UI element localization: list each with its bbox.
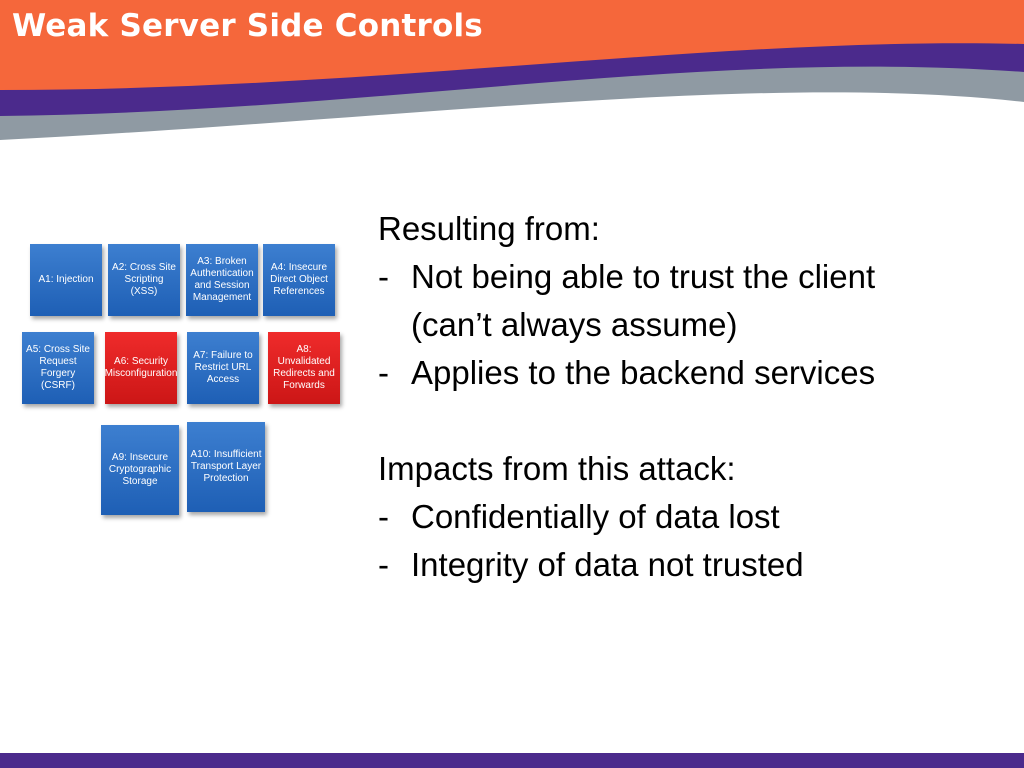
bullet-line: Not being able to trust the client xyxy=(411,258,876,295)
footer-bar xyxy=(0,753,1024,768)
resulting-from-list: - Not being able to trust the client (ca… xyxy=(378,253,998,397)
owasp-tile-a9: A9: Insecure Cryptographic Storage xyxy=(101,425,179,515)
owasp-tile-label: A3: Broken Authentication and Session Ma… xyxy=(190,256,254,303)
bullet-line: (can’t always assume) xyxy=(411,306,738,343)
owasp-tile-a3: A3: Broken Authentication and Session Ma… xyxy=(186,244,258,316)
owasp-tile-label: A5: Cross Site Request Forgery (CSRF) xyxy=(26,344,90,391)
header-banner xyxy=(0,0,1024,140)
owasp-tile-a1: A1: Injection xyxy=(30,244,102,316)
bullet-item: - Confidentially of data lost xyxy=(378,493,998,541)
resulting-from-heading: Resulting from: xyxy=(378,210,600,247)
header-gray-swoosh xyxy=(0,59,1024,140)
owasp-tile-a2: A2: Cross Site Scripting (XSS) xyxy=(108,244,180,316)
bullet-item: - Not being able to trust the client (ca… xyxy=(378,253,998,349)
impacts-heading: Impacts from this attack: xyxy=(378,450,736,487)
bullet-dash: - xyxy=(378,546,389,583)
owasp-tile-label: A6: Security Misconfiguration xyxy=(104,356,178,379)
owasp-tile-a7: A7: Failure to Restrict URL Access xyxy=(187,332,259,404)
slide-body: Resulting from: - Not being able to trus… xyxy=(378,205,998,589)
owasp-tile-label: A1: Injection xyxy=(38,274,94,285)
owasp-tile-label: A9: Insecure Cryptographic Storage xyxy=(108,452,172,487)
owasp-tile-label: A4: Insecure Direct Object References xyxy=(270,262,328,297)
slide-title: Weak Server Side Controls xyxy=(12,8,483,44)
owasp-tile-a5: A5: Cross Site Request Forgery (CSRF) xyxy=(22,332,94,404)
owasp-tile-a6: A6: Security Misconfiguration xyxy=(105,332,177,404)
bullet-line: Applies to the backend services xyxy=(411,354,876,391)
owasp-tile-a4: A4: Insecure Direct Object References xyxy=(263,244,335,316)
header-purple-swoosh xyxy=(0,36,1024,116)
bullet-dash: - xyxy=(378,498,389,535)
owasp-tile-a8: A8: Unvalidated Redirects and Forwards xyxy=(268,332,340,404)
bullet-item: - Integrity of data not trusted xyxy=(378,541,998,589)
owasp-tile-label: A10: Insufficient Transport Layer Protec… xyxy=(190,449,262,484)
header-orange-fill xyxy=(0,0,1024,90)
bullet-line: Confidentially of data lost xyxy=(411,498,780,535)
impacts-list: - Confidentially of data lost - Integrit… xyxy=(378,493,998,589)
owasp-tile-label: A8: Unvalidated Redirects and Forwards xyxy=(273,344,335,391)
owasp-tile-a10: A10: Insufficient Transport Layer Protec… xyxy=(187,422,265,512)
bullet-dash: - xyxy=(378,258,389,295)
owasp-tile-label: A7: Failure to Restrict URL Access xyxy=(193,350,253,385)
bullet-dash: - xyxy=(378,354,389,391)
bullet-item: - Applies to the backend services xyxy=(378,349,998,397)
owasp-top-10-grid: A1: Injection A2: Cross Site Scripting (… xyxy=(0,0,360,530)
bullet-line: Integrity of data not trusted xyxy=(411,546,804,583)
section-spacer xyxy=(378,397,998,445)
owasp-tile-label: A2: Cross Site Scripting (XSS) xyxy=(112,262,176,297)
